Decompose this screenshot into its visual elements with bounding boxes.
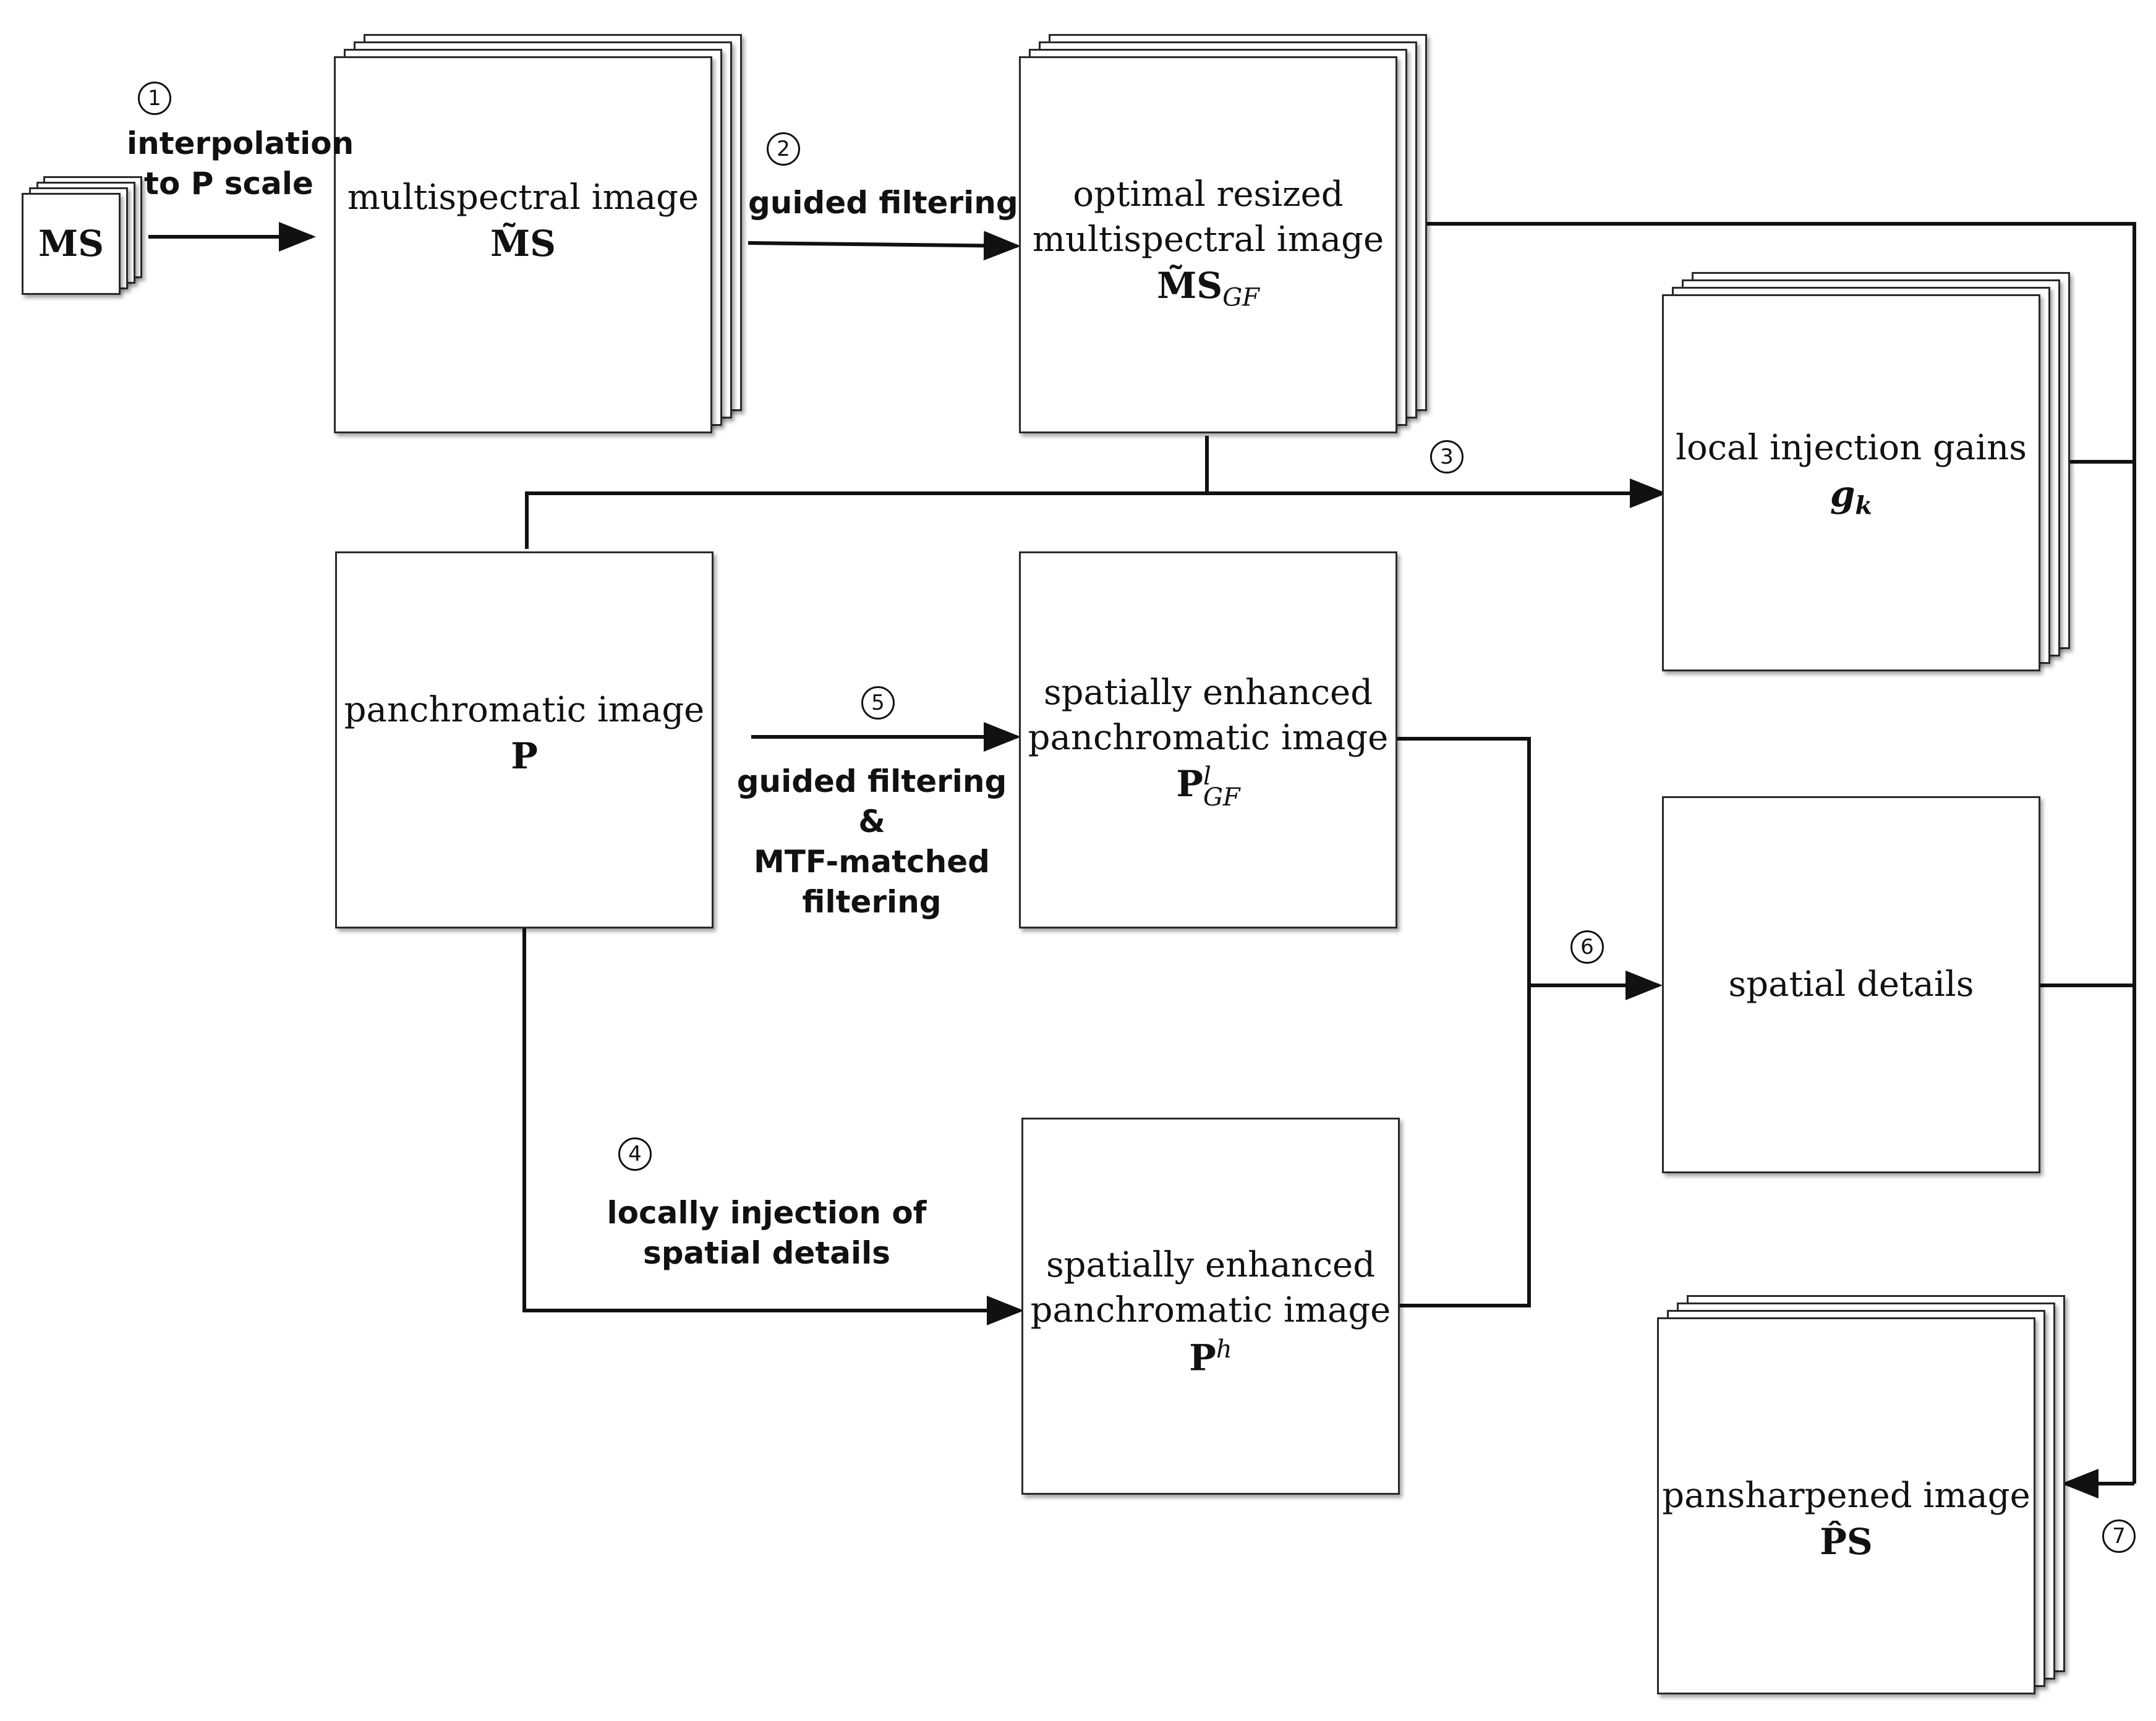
stack-layer: MS [22,193,121,295]
pan-low-label-line2: panchromatic image [1028,717,1389,758]
gains-stack: local injection gains gk [1662,272,2073,674]
ms-input-stack: MS [22,176,145,297]
line-msgf-to-rail [1424,222,2136,1484]
step-7-marker: 7 [2102,1519,2136,1553]
pansharpened-stack: pansharpened image P̂S [1657,1295,2068,1697]
gains-label: local injection gains [1676,428,2027,468]
stack-layer: multispectral image M̃S [334,56,712,433]
line-panlow-to-merge [1396,737,1531,1307]
step-2-label: guided filtering [748,185,1018,221]
pan-label: panchromatic image [344,689,705,730]
arrow-branch-to-gains [525,478,1667,549]
stack-layer: local injection gains gk [1662,294,2040,671]
ms-gf-symbol: M̃SGF [1157,264,1259,312]
pan-high-label-line1: spatially enhanced [1046,1245,1376,1285]
ms-interpolated-stack: multispectral image M̃S [334,34,745,436]
step-2-marker: 2 [767,132,800,166]
pan-high-label-line2: panchromatic image [1030,1290,1391,1330]
arrow-interp-to-gf [748,231,1021,261]
ms-gf-label-line1: optimal resized [1073,174,1344,215]
pan-high-symbol: Ph [1189,1335,1232,1379]
step-1-marker: 1 [138,82,171,115]
details-box: spatial details [1662,796,2040,1173]
arrow-pan-to-panhigh [522,928,1024,1325]
ms-gf-label-line2: multispectral image [1032,219,1384,260]
step-3-marker: 3 [1430,440,1464,474]
step-5-label: guided filtering & MTF-matched filtering [736,763,1007,920]
step-6-marker: 6 [1570,930,1604,964]
ms-interp-label: multispectral image [347,177,699,218]
ms-symbol: MS [38,222,104,265]
pansharpened-symbol: P̂S [1820,1520,1873,1563]
pan-low-label-line1: spatially enhanced [1043,673,1373,713]
ms-gf-stack: optimal resized multispectral image M̃SG… [1019,34,1430,436]
step-5-marker: 5 [861,686,895,720]
pan-high-box: spatially enhanced panchromatic image Ph [1021,1118,1400,1495]
stack-layer: pansharpened image P̂S [1657,1317,2035,1694]
pan-symbol: P [511,734,538,777]
ms-interp-symbol: M̃S [490,222,556,265]
step-4-marker: 4 [618,1137,652,1171]
pan-box: panchromatic image P [335,551,714,928]
stack-layer: optimal resized multispectral image M̃SG… [1019,56,1397,433]
pansharpened-label: pansharpened image [1662,1476,2030,1516]
details-label: spatial details [1728,964,1974,1005]
gains-symbol: gk [1830,472,1873,521]
